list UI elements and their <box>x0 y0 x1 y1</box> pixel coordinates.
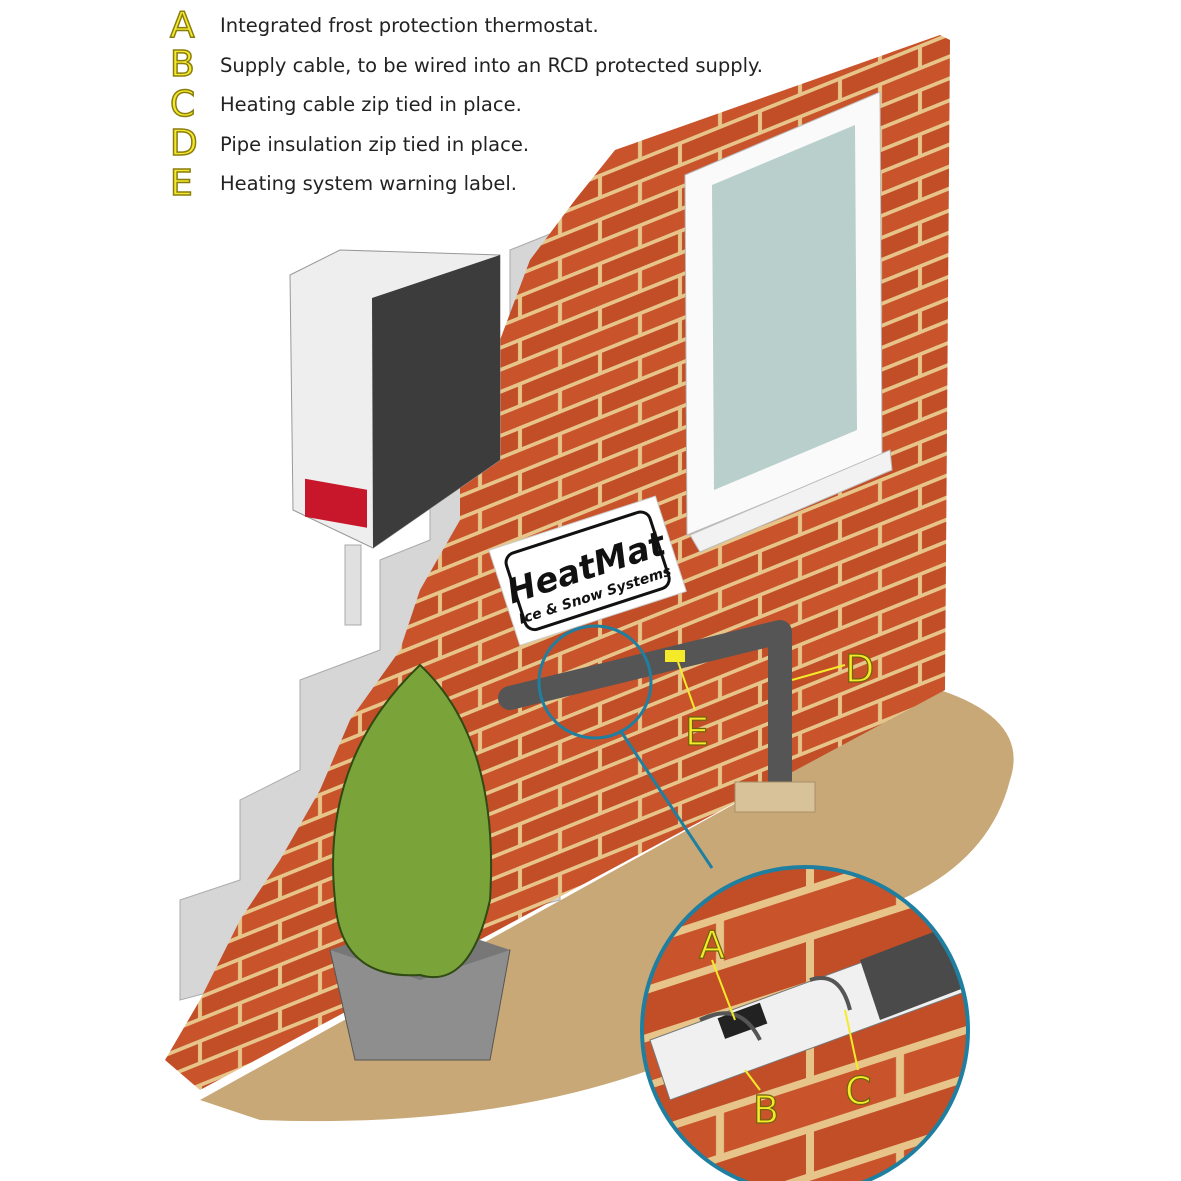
legend-item: A Integrated frost protection thermostat… <box>169 4 763 46</box>
callout-b: B <box>753 1088 779 1132</box>
legend-text: Heating system warning label. <box>220 172 517 196</box>
legend-letter: E <box>169 162 193 204</box>
control-box <box>289 249 501 626</box>
heatmat-sign: HeatMat Ice & Snow Systems <box>488 495 687 646</box>
zoom-ring <box>537 624 653 740</box>
legend-letter: C <box>169 83 196 125</box>
legend-item: C Heating cable zip tied in place. <box>169 83 763 125</box>
potted-plant <box>329 663 511 1061</box>
legend-item: B Supply cable, to be wired into an RCD … <box>169 44 763 86</box>
legend-text: Integrated frost protection thermostat. <box>220 14 599 38</box>
callout-a: A <box>699 923 725 967</box>
window <box>684 91 893 553</box>
legend-item: E Heating system warning label. <box>169 162 763 204</box>
detail-inset <box>642 867 968 1181</box>
callout-c: C <box>845 1069 872 1113</box>
legend-letter: D <box>169 123 198 165</box>
legend-text: Pipe insulation zip tied in place. <box>220 132 530 156</box>
legend-item: D Pipe insulation zip tied in place. <box>169 123 763 165</box>
insulated-pipe <box>498 620 816 813</box>
legend-text: Heating cable zip tied in place. <box>220 93 522 117</box>
legend-letter: B <box>169 44 195 86</box>
legend-letter: A <box>169 4 195 46</box>
legend: A Integrated frost protection thermostat… <box>169 4 763 204</box>
callout-d: D <box>845 647 874 691</box>
legend-text: Supply cable, to be wired into an RCD pr… <box>220 53 763 77</box>
warning-label <box>665 650 685 662</box>
callout-e: E <box>685 710 709 754</box>
